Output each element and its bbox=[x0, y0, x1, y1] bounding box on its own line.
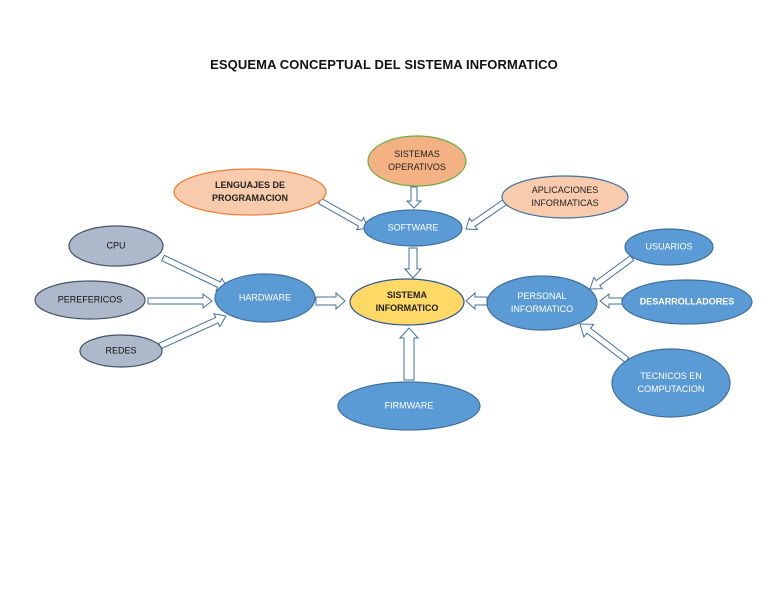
node-label: COMPUTACION bbox=[638, 384, 705, 394]
node-firmware: FIRMWARE bbox=[337, 381, 481, 431]
arrow-lenguajes-to-software bbox=[317, 197, 369, 231]
node-ellipse bbox=[173, 168, 327, 216]
node-label: OPERATIVOS bbox=[388, 162, 446, 172]
node-ellipse bbox=[34, 280, 146, 320]
node-label: SISTEMA bbox=[387, 290, 428, 300]
node-label: DESARROLLADORES bbox=[640, 296, 735, 306]
arrow-hardware-to-sistema bbox=[315, 291, 346, 311]
node-label: INFORMATICO bbox=[511, 304, 573, 314]
node-usuarios: USUARIOS bbox=[624, 228, 714, 266]
node-label: PEREFERICOS bbox=[58, 294, 123, 304]
node-label: PROGRAMACION bbox=[212, 193, 288, 203]
node-ellipse bbox=[624, 228, 714, 266]
node-label: REDES bbox=[105, 345, 136, 355]
node-label: INFORMATICAS bbox=[531, 198, 598, 208]
node-ellipse bbox=[611, 348, 731, 418]
arrow-tecnicos-to-personal bbox=[579, 323, 630, 364]
node-label: TECNICOS EN bbox=[640, 371, 702, 381]
arrow-redes-to-hardware bbox=[158, 313, 227, 350]
node-label: APLICACIONES bbox=[532, 185, 599, 195]
node-ellipse bbox=[337, 381, 481, 431]
arrow-desarrolladores-to-personal bbox=[599, 292, 623, 310]
node-tecnicos: TECNICOS EN COMPUTACION bbox=[611, 348, 731, 418]
node-label: FIRMWARE bbox=[385, 400, 434, 410]
node-sistemas-operativos: SISTEMAS OPERATIVOS bbox=[367, 135, 467, 187]
node-label: CPU bbox=[106, 240, 125, 250]
node-desarrolladores: DESARROLLADORES bbox=[621, 279, 753, 325]
arrow-perifericos-to-hardware bbox=[147, 292, 213, 310]
node-ellipse bbox=[363, 209, 463, 247]
node-ellipse bbox=[486, 275, 598, 331]
arrow-firmware-to-sistema bbox=[398, 327, 420, 381]
arrow-cpu-to-hardware bbox=[161, 254, 229, 292]
node-label: SISTEMAS bbox=[394, 149, 440, 159]
arrow-usuarios-to-personal bbox=[589, 254, 635, 290]
node-lenguajes: LENGUAJES DE PROGRAMACION bbox=[173, 168, 327, 216]
node-hardware: HARDWARE bbox=[214, 273, 316, 323]
node-label: INFORMATICO bbox=[376, 303, 439, 313]
node-label: LENGUAJES DE bbox=[215, 180, 285, 190]
arrow-aplicaciones-to-software bbox=[465, 198, 508, 231]
arrow-software-to-sistema bbox=[403, 247, 423, 279]
node-ellipse bbox=[367, 135, 467, 187]
node-redes: REDES bbox=[79, 334, 163, 368]
node-ellipse bbox=[621, 279, 753, 325]
node-label: HARDWARE bbox=[239, 292, 291, 302]
node-aplicaciones: APLICACIONES INFORMATICAS bbox=[501, 175, 629, 219]
node-label: USUARIOS bbox=[645, 241, 692, 251]
node-ellipse bbox=[214, 273, 316, 323]
node-ellipse bbox=[68, 225, 164, 267]
arrow-personal-to-sistema bbox=[465, 291, 488, 311]
node-ellipse bbox=[79, 334, 163, 368]
node-perifericos: PEREFERICOS bbox=[34, 280, 146, 320]
node-label: PERSONAL bbox=[517, 291, 566, 301]
node-personal: PERSONAL INFORMATICO bbox=[486, 275, 598, 331]
node-ellipse bbox=[349, 278, 465, 326]
arrow-so-to-software bbox=[405, 186, 423, 209]
node-sistema-informatico: SISTEMA INFORMATICO bbox=[349, 278, 465, 326]
node-software: SOFTWARE bbox=[363, 209, 463, 247]
node-label: SOFTWARE bbox=[388, 222, 439, 232]
node-ellipse bbox=[501, 175, 629, 219]
node-cpu: CPU bbox=[68, 225, 164, 267]
page-title: ESQUEMA CONCEPTUAL DEL SISTEMA INFORMATI… bbox=[210, 57, 558, 72]
